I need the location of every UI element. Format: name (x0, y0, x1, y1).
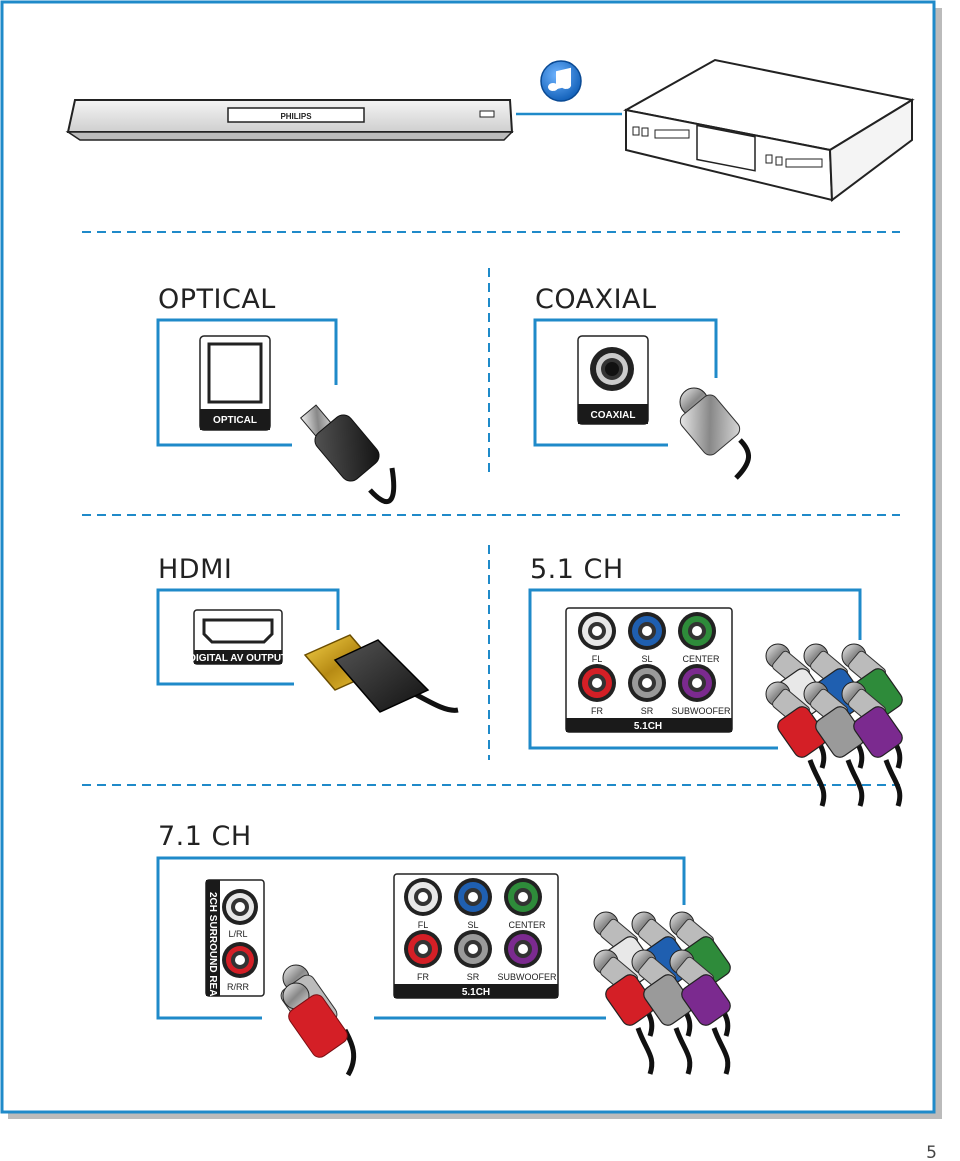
coaxial-port-label: COAXIAL (591, 410, 636, 421)
ch71-label-sr: SR (467, 972, 480, 982)
brand-logo: PHILIPS (280, 112, 312, 121)
ch51-plug-subwoofer (841, 681, 903, 807)
coaxial-port: COAXIAL (577, 335, 649, 425)
ch51-jack-fr (578, 664, 616, 702)
ch51-jack-sl (628, 612, 666, 650)
ch51-jack-subwoofer (678, 664, 716, 702)
ch51-jack-fl (578, 612, 616, 650)
ch71-title: 7.1 CH (158, 821, 252, 852)
ch71-label-sl: SL (467, 920, 478, 930)
ch71-jack-panel: 5.1CH FL SL CENTER FR SR SUBWOOFER (393, 873, 559, 999)
hdmi-port-label: DIGITAL AV OUTPUT (189, 653, 288, 664)
hdmi-port: DIGITAL AV OUTPUT (189, 609, 288, 665)
ch51-jack-panel: 5.1CH FL SL CENTER FR SR SUBWOOFER (565, 607, 733, 733)
ch71-cable-plugs (593, 911, 731, 1075)
blu-ray-player: PHILIPS (65, 99, 514, 141)
ch51-title: 5.1 CH (530, 554, 624, 585)
dividers (82, 231, 900, 786)
ch71-jack-subwoofer (504, 930, 542, 968)
av-receiver (623, 58, 915, 202)
disc-tray (227, 107, 365, 123)
optical-port-label: OPTICAL (213, 415, 257, 426)
ch71-rear-label-r: R/RR (227, 982, 249, 992)
ch71-panel-label: 5.1CH (462, 987, 490, 998)
hdmi-title: HDMI (158, 554, 232, 585)
optical-port: OPTICAL (199, 335, 271, 431)
ch51-plug-fr (765, 681, 827, 807)
ch51-plug-sr (803, 681, 865, 807)
ch51-cable-plugs (765, 643, 903, 807)
ch71-label-fr: FR (417, 972, 429, 982)
ch71-label-fl: FL (418, 920, 429, 930)
ch71-plug-sr (631, 949, 693, 1075)
music-note-icon (540, 60, 582, 102)
ch51-frame (528, 588, 862, 750)
ch71-label-center: CENTER (508, 920, 546, 930)
ch51-label-sr: SR (641, 706, 654, 716)
coaxial-frame (533, 318, 718, 447)
ch51-label-sl: SL (641, 654, 652, 664)
jack-rear-right (222, 942, 258, 978)
ch71-jack-fl (404, 878, 442, 916)
ch71-plug-fr (593, 949, 655, 1075)
hdmi-cable-plug (303, 634, 459, 713)
hdmi-frame (156, 588, 340, 686)
ch71-jack-center (504, 878, 542, 916)
ch51-label-fr: FR (591, 706, 603, 716)
ch51-label-fl: FL (592, 654, 603, 664)
ch51-panel-label: 5.1CH (634, 721, 662, 732)
usb-port-icon (479, 110, 495, 118)
page-number: 5 (926, 1143, 937, 1161)
ch71-label-subwoofer: SUBWOOFER (497, 972, 557, 982)
coaxial-title: COAXIAL (535, 284, 657, 315)
optical-title: OPTICAL (158, 284, 276, 315)
ch71-jack-fr (404, 930, 442, 968)
ch71-rear-panel: 2CH SURROUND REAR L/RL R/RR (205, 879, 265, 1004)
ch51-label-subwoofer: SUBWOOFER (671, 706, 731, 716)
ch71-jack-sl (454, 878, 492, 916)
ch71-rear-panel-label: 2CH SURROUND REAR (207, 892, 218, 1004)
ch71-rear-plugs (280, 964, 357, 1077)
ch71-jack-sr (454, 930, 492, 968)
optical-cable-plug (299, 404, 397, 504)
ch51-jack-center (678, 612, 716, 650)
ch71-rear-label-l: L/RL (228, 929, 247, 939)
jack-rear-left (222, 889, 258, 925)
ch71-plug-subwoofer (669, 949, 731, 1075)
ch51-label-center: CENTER (682, 654, 720, 664)
ch71-frame (156, 856, 686, 1020)
ch51-jack-sr (628, 664, 666, 702)
optical-frame (156, 318, 338, 447)
coaxial-cable-plug (679, 387, 751, 480)
